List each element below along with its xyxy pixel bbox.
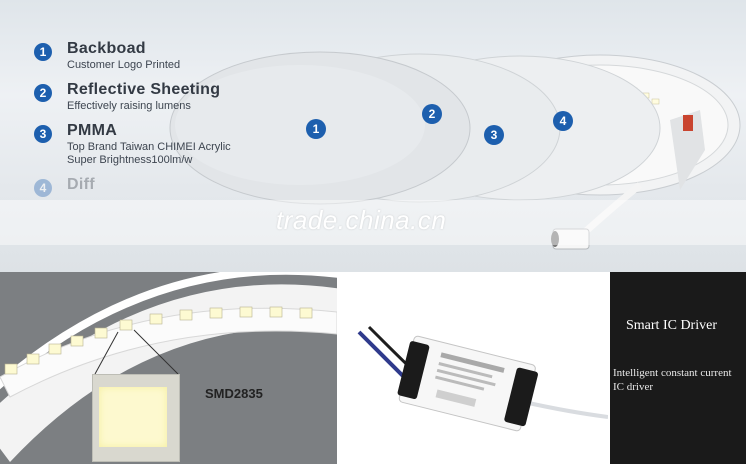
smd-chip-emitter: [99, 387, 167, 447]
watermark: trade.china.cn: [276, 205, 447, 235]
legend-subtitle: Top Brand Taiwan CHIMEI Acrylic: [67, 141, 231, 153]
disk-label-2: 2: [422, 104, 442, 124]
legend-title: Reflective Sheeting: [67, 81, 221, 98]
disk-label-3: 3: [484, 125, 504, 145]
legend-number-1: 1: [34, 43, 52, 61]
legend-item-pmma: 3 PMMA Top Brand Taiwan CHIMEI Acrylic S…: [34, 122, 231, 166]
legend-subtitle: Customer Logo Printed: [67, 59, 181, 71]
driver-subtitle: Intelligent constant current IC driver: [613, 367, 732, 393]
disk-label-1: 1: [306, 119, 326, 139]
led-driver-illustration: [357, 325, 608, 432]
legend-item-diffuser: 4 Diff: [34, 176, 231, 197]
driver-title: Smart IC Driver: [626, 318, 717, 333]
smd-label: SMD2835: [205, 386, 263, 401]
legend-title: PMMA: [67, 122, 118, 139]
legend-title: Backboad: [67, 40, 146, 57]
light-band: [0, 200, 746, 245]
driver-photo-panel: [339, 272, 608, 464]
smd-chip-zoom: [92, 374, 180, 462]
legend-number-2: 2: [34, 84, 52, 102]
led-strip-illustration: [0, 272, 337, 462]
exploded-view-panel: trade.china.cn 1 2 3 4 1 Backboad Custom…: [0, 0, 746, 272]
legend-number-3: 3: [34, 125, 52, 143]
driver-text-panel: [610, 272, 746, 464]
legend-item-backboard: 1 Backboad Customer Logo Printed: [34, 40, 231, 71]
legend-item-reflective: 2 Reflective Sheeting Effectively raisin…: [34, 81, 231, 112]
legend-number-4: 4: [34, 179, 52, 197]
legend-title: Diff: [67, 176, 95, 193]
layer-legend: 1 Backboad Customer Logo Printed 2 Refle…: [34, 40, 231, 204]
legend-subtitle: Effectively raising lumens: [67, 100, 191, 112]
legend-subtitle-2: Super Brightness100lm/w: [67, 154, 193, 166]
disk-label-4: 4: [553, 111, 573, 131]
